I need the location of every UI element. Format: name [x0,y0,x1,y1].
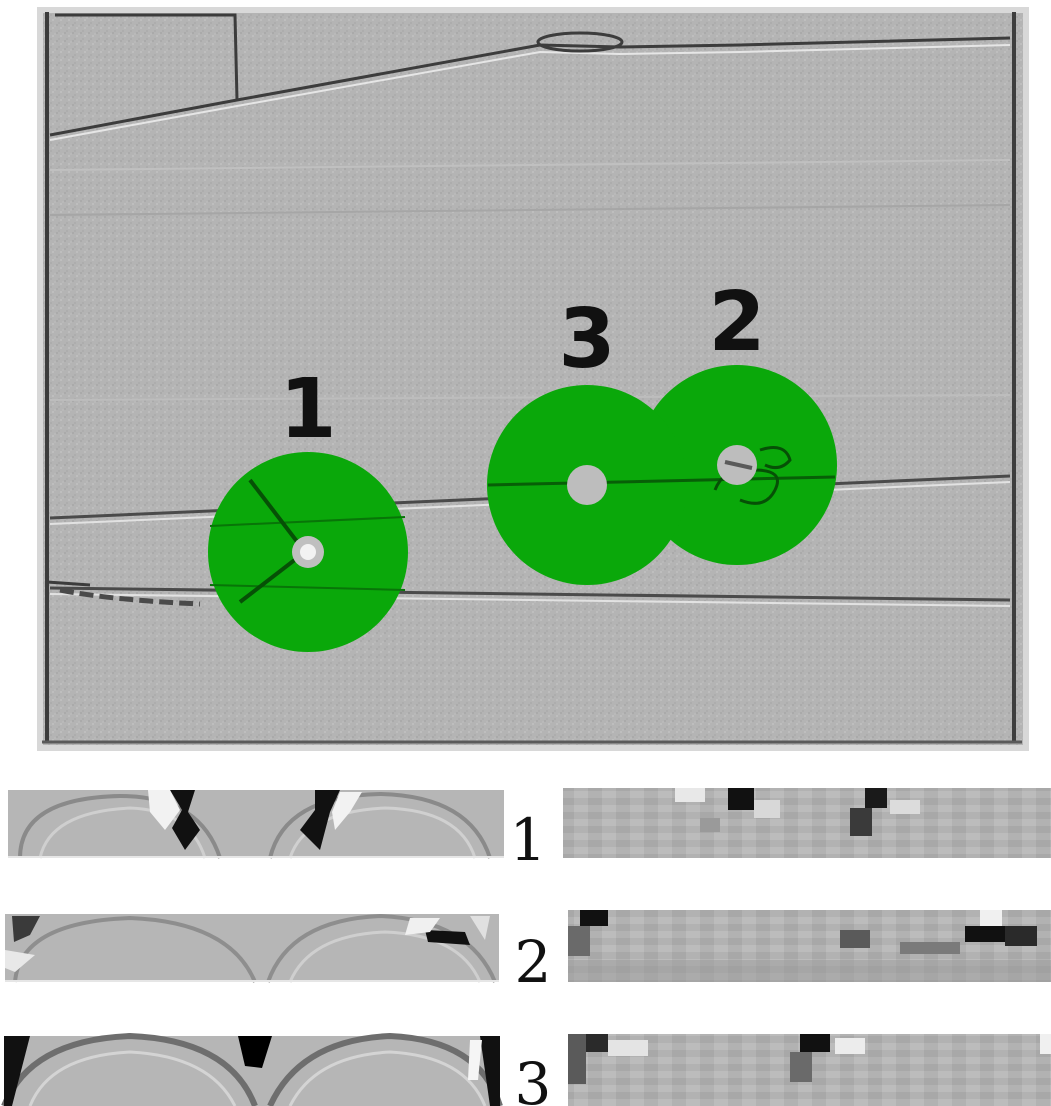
cartesian-patch [568,1034,1051,1106]
polar-patch [8,790,504,859]
detection-label-2: 2 [708,275,765,370]
patch-row-3: 3 [1,1032,1051,1106]
scene-image [37,7,1029,751]
patch-row-label: 3 [515,1050,552,1106]
scene-top-box [55,13,239,101]
scene-rail-lower [49,586,1011,602]
patch-row-label: 2 [515,928,552,996]
scene-top-ridge [49,36,1011,137]
patch-row-2: 2 [5,910,1051,996]
patch-row-label: 1 [510,806,547,874]
scene-frame [37,7,1029,751]
detection-label-1: 1 [279,362,336,457]
patch-row-1: 1 [8,788,1051,874]
detection-label-3: 3 [558,292,615,387]
scene-background [40,10,1026,748]
cartesian-patch [563,788,1051,858]
polar-patch [5,913,499,983]
scene-top-ridge-highlight [49,44,1011,141]
scene-left-step [46,580,91,587]
detection-center [567,465,607,505]
polar-patch [1,1032,503,1106]
scene-top-blob [536,31,624,53]
cartesian-patch [568,910,1051,982]
